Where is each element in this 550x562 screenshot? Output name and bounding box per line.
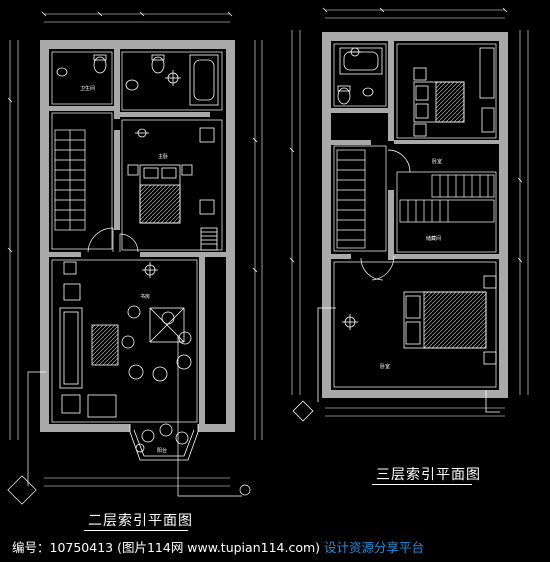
svg-text:储藏间: 储藏间 <box>426 235 441 242</box>
second-floor-title-underline <box>84 530 188 531</box>
room-outlines-2f <box>51 51 223 423</box>
footer-brand-link[interactable]: 设计资源分享平台 <box>324 540 425 555</box>
third-floor-plan: 卧室 储藏间 卧室 <box>289 7 529 422</box>
leader-lines-2f <box>7 335 251 505</box>
second-floor-plan: 卫生间 主卧 书房 阳台 <box>7 11 263 505</box>
balcony-2f <box>129 423 199 461</box>
room-marks-3f: 卧室 储藏间 卧室 <box>380 158 442 370</box>
third-floor-plan-title: 三层索引平面图 <box>376 467 481 483</box>
third-floor-title-underline <box>372 484 472 485</box>
exterior-walls-3f <box>322 32 508 398</box>
svg-text:主卧: 主卧 <box>158 153 168 160</box>
study-furniture-2f <box>59 261 192 418</box>
index-markers-3f <box>292 47 500 422</box>
room-marks-2f: 卫生间 主卧 书房 阳台 <box>80 85 168 454</box>
bedroom-furniture-2f <box>127 127 218 251</box>
stair-2f <box>54 129 86 231</box>
bathroom-fixtures-3f <box>337 47 383 105</box>
svg-text:阳台: 阳台 <box>157 447 167 454</box>
svg-text:卧室: 卧室 <box>380 363 390 370</box>
dimension-lines-3f <box>289 7 529 417</box>
watermark-footer: 编号：10750413 (图片114网 www.tupian114.com) 设… <box>0 536 550 562</box>
room-outlines-3f <box>333 43 497 388</box>
index-markers-2f <box>135 70 181 278</box>
doors-2f <box>87 227 139 253</box>
exterior-walls-2f <box>40 40 235 432</box>
bedroom-furniture-3f-lower <box>403 275 497 365</box>
svg-text:书房: 书房 <box>140 293 150 300</box>
stair-3f <box>336 149 495 249</box>
svg-text:卫生间: 卫生间 <box>80 85 95 92</box>
doors-3f <box>360 149 411 281</box>
bedroom-furniture-3f-upper <box>413 47 495 137</box>
dimension-lines-2f <box>7 11 263 487</box>
bathroom-fixtures-2f <box>56 54 219 106</box>
svg-text:卧室: 卧室 <box>432 158 442 165</box>
second-floor-plan-title: 二层索引平面图 <box>88 513 193 529</box>
footer-id-text: 编号：10750413 (图片114网 www.tupian114.com) <box>12 540 321 555</box>
